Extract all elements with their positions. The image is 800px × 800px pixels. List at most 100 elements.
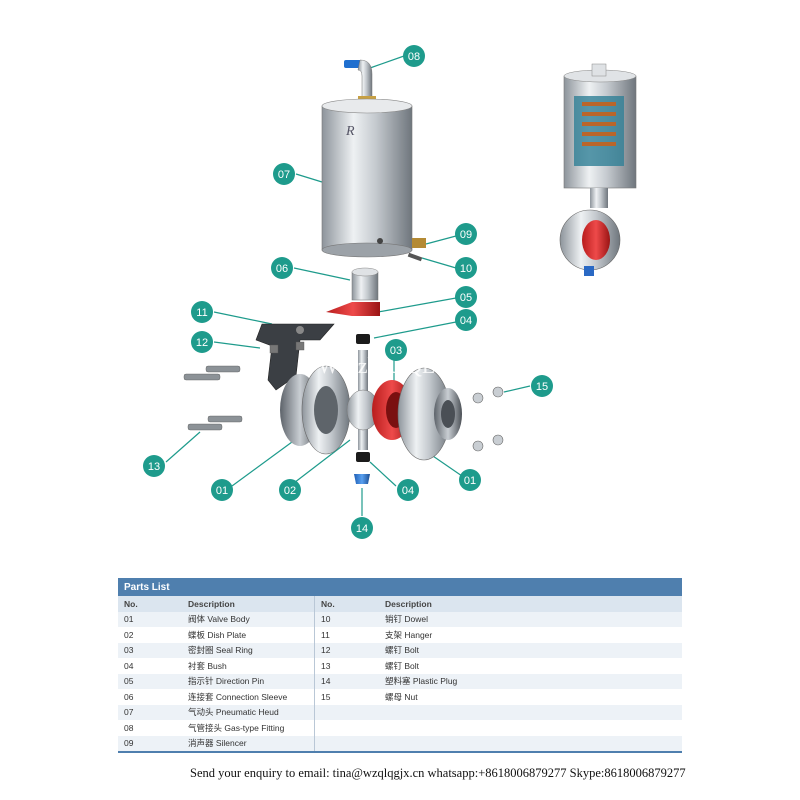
callout-marker: 03 — [385, 339, 407, 361]
part-no: 05 — [118, 673, 182, 689]
silencer-part — [412, 238, 426, 248]
callout-marker: 06 — [271, 257, 293, 279]
callout-marker: 08 — [403, 45, 425, 67]
callout-circle — [273, 163, 295, 185]
callout-number: 02 — [284, 485, 296, 497]
callout-marker: 09 — [455, 223, 477, 245]
bush-lower-part — [356, 452, 370, 462]
callout-marker: 01 — [459, 469, 481, 491]
callout-number: 04 — [460, 315, 472, 327]
callout-number: 06 — [276, 263, 288, 275]
part-no: 04 — [118, 658, 182, 674]
hanger-part — [255, 323, 335, 391]
callout-number: 08 — [408, 51, 420, 63]
part-description: 销钉 Dowel — [379, 611, 682, 627]
part-description: 阀体 Valve Body — [182, 611, 315, 627]
part-no: 11 — [314, 627, 379, 643]
callout-number: 04 — [402, 485, 414, 497]
plastic-plug-part — [354, 474, 370, 484]
callout-number: 01 — [216, 485, 228, 497]
part-no: 09 — [118, 735, 182, 752]
part-no: 13 — [314, 658, 379, 674]
parts-list-header-row: No. Description No. Description — [118, 596, 682, 612]
callout-marker: 04 — [455, 309, 477, 331]
part-no: 10 — [314, 611, 379, 627]
callout-marker: 01 — [211, 479, 233, 501]
part-no: 12 — [314, 642, 379, 658]
callout-number: 13 — [148, 461, 160, 473]
callout-circle — [459, 469, 481, 491]
parts-list-title: Parts List — [118, 578, 682, 596]
header-no-left: No. — [118, 596, 182, 612]
callout-number: 12 — [196, 337, 208, 349]
part-no: 08 — [118, 720, 182, 736]
callout-circle — [143, 455, 165, 477]
exploded-valve-diagram: R — [143, 45, 637, 539]
part-description: 塑料塞 Plastic Plug — [379, 673, 682, 689]
header-description-left: Description — [182, 596, 315, 612]
part-description: 支架 Hanger — [379, 627, 682, 643]
callout-marker: 05 — [455, 286, 477, 308]
part-no — [314, 720, 379, 736]
header-no-right: No. — [314, 596, 379, 612]
part-no: 06 — [118, 689, 182, 705]
callout-marker: 04 — [397, 479, 419, 501]
part-description: 连接套 Connection Sleeve — [182, 689, 315, 705]
part-description: 气动头 Pneumatic Heud — [182, 704, 315, 720]
parts-list-table: Parts List No. Description No. Descripti… — [118, 578, 682, 753]
connection-sleeve-part — [351, 267, 379, 301]
leader-lines — [165, 55, 531, 516]
part-no — [314, 704, 379, 720]
callout-number: 15 — [536, 381, 548, 393]
callout-number: 03 — [390, 345, 402, 357]
part-description: 蝶板 Dish Plate — [182, 627, 315, 643]
gas-fitting-part — [344, 59, 376, 104]
part-description: 螺钉 Bolt — [379, 658, 682, 674]
part-no: 01 — [118, 611, 182, 627]
part-no: 03 — [118, 642, 182, 658]
callout-circle — [403, 45, 425, 67]
callout-number: 05 — [460, 292, 472, 304]
dowel-part — [407, 252, 423, 262]
callout-circle — [531, 375, 553, 397]
callout-marker: 14 — [351, 517, 373, 539]
bush-upper-part — [356, 334, 370, 344]
callout-circle — [455, 223, 477, 245]
part-description — [379, 720, 682, 736]
part-description — [379, 735, 682, 752]
callout-number: 01 — [464, 475, 476, 487]
part-description: 消声器 Silencer — [182, 735, 315, 752]
callout-marker: 12 — [191, 331, 213, 353]
bolts-part — [183, 341, 305, 431]
callout-marker: 15 — [531, 375, 553, 397]
callout-circle — [385, 339, 407, 361]
valve-body-right-part — [397, 367, 462, 461]
cutaway-view — [559, 63, 637, 276]
part-description: 指示针 Direction Pin — [182, 673, 315, 689]
svg-text:R: R — [345, 124, 355, 139]
callout-marker: 02 — [279, 479, 301, 501]
part-description: 密封圈 Seal Ring — [182, 642, 315, 658]
callout-circle — [191, 331, 213, 353]
callout-circle — [271, 257, 293, 279]
part-no: 15 — [314, 689, 379, 705]
part-description: 螺钉 Bolt — [379, 642, 682, 658]
part-description: 衬套 Bush — [182, 658, 315, 674]
header-description-right: Description — [379, 596, 682, 612]
nuts-part — [472, 386, 504, 452]
part-no — [314, 735, 379, 752]
part-no: 02 — [118, 627, 182, 643]
contact-footer: Send your enquiry to email: tina@wzqlqgj… — [190, 766, 686, 780]
callout-circle — [397, 479, 419, 501]
callout-circle — [191, 301, 213, 323]
part-description: 气管接头 Gas-type Fitting — [182, 720, 315, 736]
callout-circle — [211, 479, 233, 501]
